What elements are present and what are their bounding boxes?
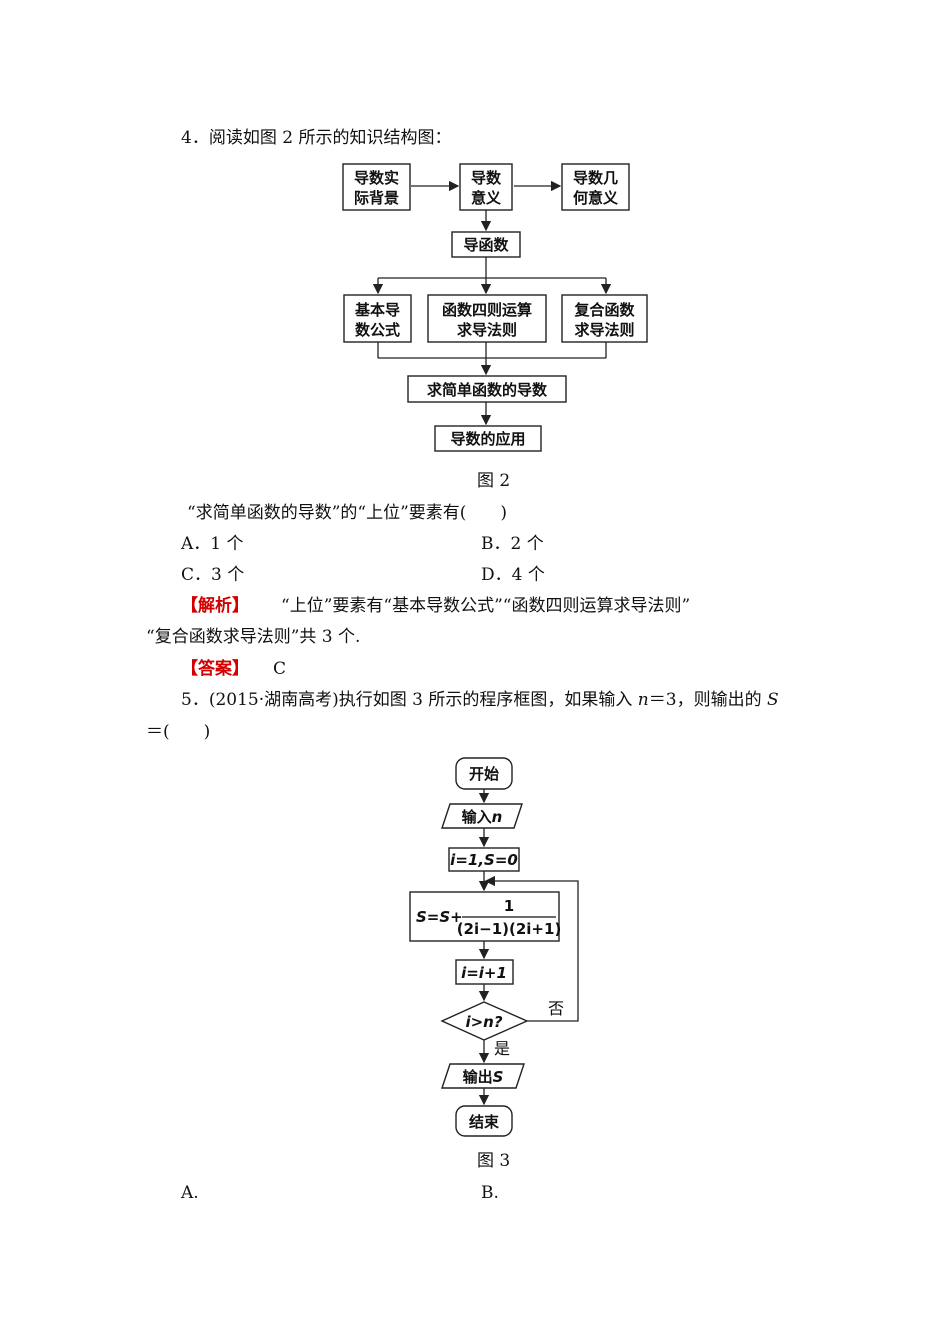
- svg-text:i=i+1: i=i+1: [461, 964, 507, 982]
- analysis-tag: 【解析】: [181, 596, 249, 616]
- svg-text:导函数: 导函数: [463, 236, 509, 254]
- analysis-text: “上位”要素有“基本导数公式”“函数四则运算求导法则”: [281, 596, 691, 616]
- svg-text:输入n: 输入n: [462, 808, 503, 826]
- node-arithmetic-rules: 函数四则运算 求导法则: [427, 294, 547, 343]
- q5-stem-line1: 5．(2015·湖南高考)执行如图 3 所示的程序框图，如果输入 n＝3，则输出…: [181, 690, 779, 710]
- svg-text:开始: 开始: [469, 765, 499, 783]
- node-derivative-function: 导函数: [451, 231, 521, 258]
- q4-question: “求简单函数的导数”的“上位”要素有( ): [187, 503, 508, 523]
- svg-text:何意义: 何意义: [573, 189, 618, 207]
- svg-text:S=S+: S=S+: [416, 908, 463, 926]
- q5-stem-line2: ＝( ): [146, 722, 211, 742]
- q4-stem: 4．阅读如图 2 所示的知识结构图：: [181, 128, 452, 148]
- svg-text:i>n?: i>n?: [465, 1013, 502, 1031]
- svg-text:i=1,S=0: i=1,S=0: [450, 851, 518, 869]
- svg-text:意义: 意义: [471, 189, 501, 207]
- figure-2-caption: 图 2: [477, 471, 511, 491]
- svg-text:输出S: 输出S: [463, 1068, 504, 1086]
- node-applications: 导数的应用: [434, 425, 542, 452]
- q4-option-a: A．1 个: [181, 534, 244, 554]
- q4-analysis-line2: “复合函数求导法则”共 3 个.: [146, 627, 361, 647]
- flow-increment: i=i+1: [455, 959, 514, 985]
- answer-tag: 【答案】: [181, 659, 249, 679]
- figure-3-caption: 图 3: [477, 1151, 511, 1171]
- svg-text:(2i−1)(2i+1): (2i−1)(2i+1): [457, 920, 562, 938]
- svg-text:际背景: 际背景: [354, 189, 399, 207]
- svg-text:数公式: 数公式: [355, 321, 400, 339]
- svg-text:函数四则运算: 函数四则运算: [442, 301, 532, 319]
- flow-input: 输入n: [441, 803, 523, 829]
- node-geometric-meaning: 导数几 何意义: [561, 163, 630, 211]
- svg-text:结束: 结束: [469, 1113, 500, 1131]
- q4-answer: 【答案】 C: [181, 658, 286, 680]
- flow-init: i=1,S=0: [448, 847, 520, 872]
- program-flowchart: 开始 输入n i=1,S=0 S=S+ 1 (2i−1)(2i+1) i=i+1…: [409, 757, 579, 1137]
- label-yes: 是: [494, 1039, 510, 1058]
- var-n: n: [637, 690, 649, 710]
- q4-option-c: C．3 个: [181, 565, 245, 585]
- svg-text:导数几: 导数几: [573, 169, 618, 187]
- label-no: 否: [548, 999, 564, 1018]
- q4-analysis-line1: 【解析】 “上位”要素有“基本导数公式”“函数四则运算求导法则”: [181, 595, 690, 617]
- node-basic-formulas: 基本导 数公式: [343, 294, 412, 343]
- flow-assign: S=S+ 1 (2i−1)(2i+1): [409, 891, 562, 942]
- flow-end: 结束: [455, 1105, 513, 1137]
- node-meaning: 导数 意义: [459, 163, 513, 211]
- var-s: S: [766, 690, 779, 710]
- node-simple-derivatives: 求简单函数的导数: [407, 375, 567, 403]
- node-background: 导数实 际背景: [342, 163, 411, 211]
- flow-condition: i>n?: [440, 1001, 529, 1041]
- svg-text:导数的应用: 导数的应用: [450, 430, 525, 448]
- svg-text:求导法则: 求导法则: [574, 321, 634, 339]
- svg-text:导数: 导数: [471, 169, 502, 187]
- q4-option-b: B．2 个: [481, 534, 544, 554]
- svg-text:1: 1: [504, 897, 514, 915]
- q5-option-a: A.: [181, 1183, 199, 1203]
- svg-text:求简单函数的导数: 求简单函数的导数: [427, 381, 548, 399]
- knowledge-structure-diagram: 导数实 际背景 导数 意义 导数几 何意义 导函数 基本导 数公式 函数四则运算…: [342, 163, 648, 452]
- svg-text:求导法则: 求导法则: [457, 321, 517, 339]
- flow-start: 开始: [455, 757, 513, 790]
- q5-source: 湖南高考: [264, 690, 333, 710]
- q5-option-b: B.: [481, 1183, 499, 1203]
- flow-output: 输出S: [441, 1063, 525, 1089]
- svg-text:基本导: 基本导: [354, 301, 400, 319]
- svg-text:复合函数: 复合函数: [573, 301, 635, 319]
- svg-text:导数实: 导数实: [354, 169, 399, 187]
- answer-value: C: [273, 659, 287, 679]
- node-composite-rules: 复合函数 求导法则: [561, 294, 648, 343]
- q4-option-d: D．4 个: [481, 565, 545, 585]
